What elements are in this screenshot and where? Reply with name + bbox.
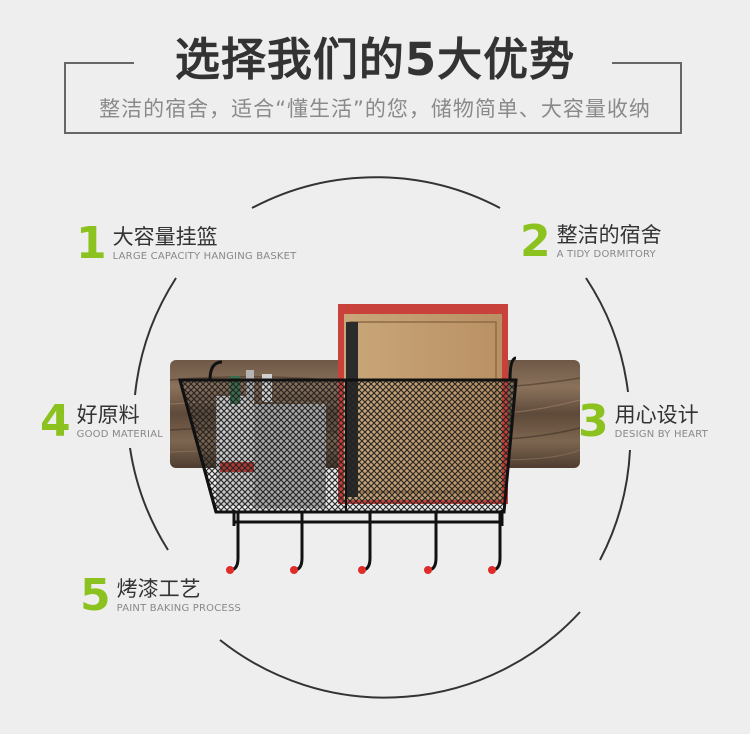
feature-number: 2 [520,216,551,267]
feature-4: 4 好原料 GOOD MATERIAL [40,398,163,446]
feature-2: 2 整洁的宿舍 A TIDY DORMITORY [520,218,662,266]
feature-number: 3 [578,396,609,447]
hook [424,512,438,574]
feature-title: 好原料 [76,403,140,427]
header-frame-line-left [64,62,134,64]
ring-arc-upper-left [134,277,177,396]
page-title: 选择我们的5大优势 [174,33,576,86]
feature-subtitle: LARGE CAPACITY HANGING BASKET [112,251,297,262]
hook [226,512,240,574]
hook [290,512,304,574]
hook-rail [232,510,504,526]
ring-arc-top [251,176,501,209]
ring-arc-bottom [219,611,581,699]
ring-arc-lower-right [599,449,631,561]
feature-title: 大容量挂篮 [112,225,218,249]
ring-arc-lower-left [129,447,169,551]
feature-subtitle: A TIDY DORMITORY [556,249,656,260]
feature-subtitle: GOOD MATERIAL [76,429,164,440]
feature-text: 好原料 GOOD MATERIAL [77,402,163,442]
feature-subtitle: PAINT BAKING PROCESS [116,603,242,614]
feature-text: 整洁的宿舍 A TIDY DORMITORY [557,222,662,262]
feature-subtitle: DESIGN BY HEART [614,429,708,440]
feature-text: 烤漆工艺 PAINT BAKING PROCESS [117,576,241,616]
feature-title: 整洁的宿舍 [556,223,662,247]
feature-text: 大容量挂篮 LARGE CAPACITY HANGING BASKET [113,224,297,264]
hook [358,512,372,574]
hook [488,512,502,574]
ring-arc-upper-right [585,277,629,393]
feature-5: 5 烤漆工艺 PAINT BAKING PROCESS [80,572,241,620]
feature-3: 3 用心设计 DESIGN BY HEART [578,398,708,446]
feature-title: 用心设计 [614,403,699,427]
feature-number: 4 [40,396,71,447]
feature-number: 1 [76,218,107,269]
feature-title: 烤漆工艺 [116,577,201,601]
feature-text: 用心设计 DESIGN BY HEART [615,402,708,442]
wire-basket [178,356,518,514]
feature-number: 5 [80,570,111,621]
product-image [170,304,580,574]
header-frame [64,62,682,134]
page-subtitle: 整洁的宿舍，适合“懂生活”的您，储物简单、大容量收纳 [99,97,651,121]
feature-1: 1 大容量挂篮 LARGE CAPACITY HANGING BASKET [76,220,296,268]
header-frame-line-right [612,62,682,64]
